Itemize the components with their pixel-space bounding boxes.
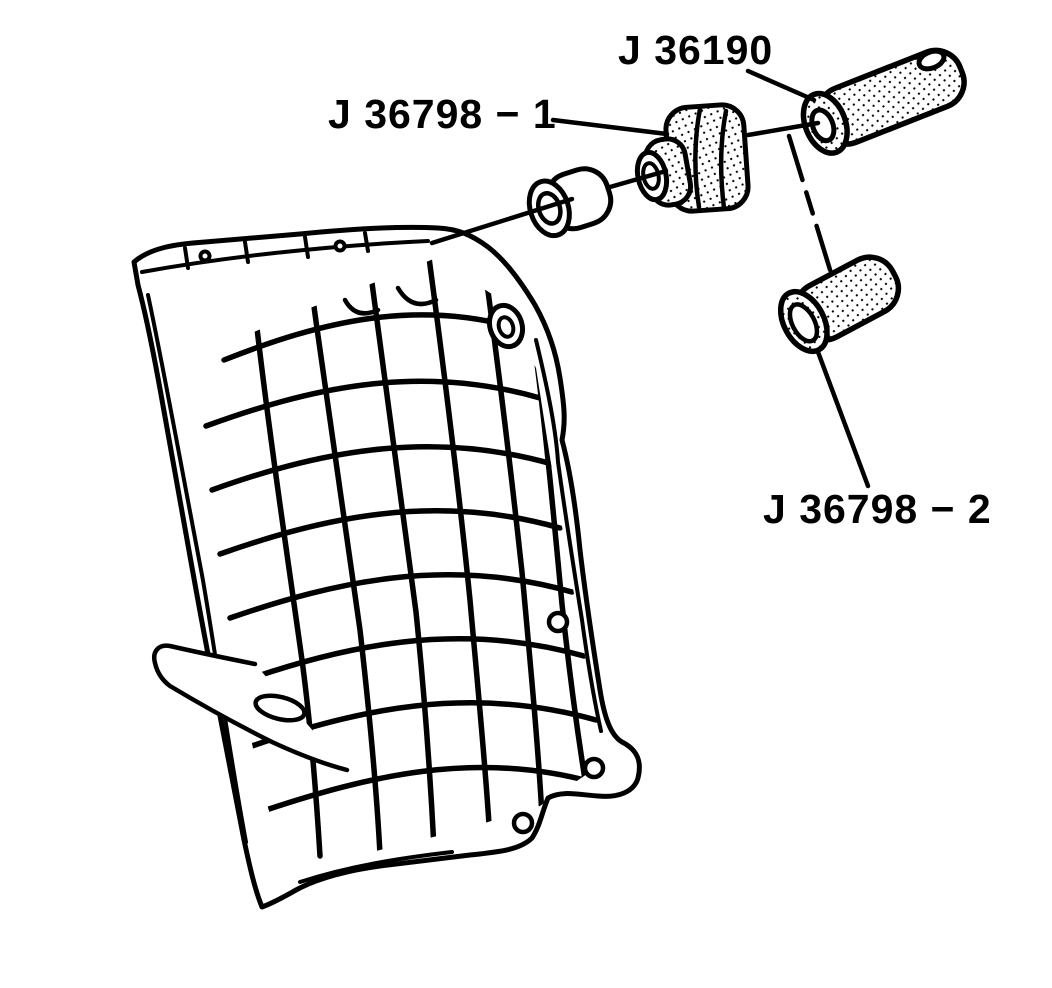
case-arm-bolt-hole: [198, 249, 212, 263]
case-bolt-hole: [511, 811, 535, 835]
case-left-flange: [152, 643, 350, 773]
label-j36798-1: J 36798 − 1: [328, 91, 557, 137]
handle-end-notch: [916, 48, 947, 72]
leader-line-handle: [745, 68, 817, 103]
leader-line-installer: [550, 117, 670, 137]
case-arm-ticks: [183, 231, 370, 270]
case-bolt-hole: [546, 610, 570, 634]
case-arm-inner-line: [140, 239, 430, 274]
case-bolt-hole: [582, 756, 606, 780]
case-eye-boss-hole: [496, 315, 516, 339]
case-rib-grid: [203, 258, 599, 859]
label-j36190: J 36190: [618, 27, 774, 73]
transmission-case-illustration: [131, 224, 642, 910]
installer-rod: [429, 120, 821, 246]
leader-line-sleeve: [815, 349, 871, 489]
case-arm-bolt-hole: [333, 239, 347, 253]
case-right-rim: [534, 338, 603, 733]
case-outline: [131, 224, 642, 910]
case-flange-slot: [253, 693, 307, 723]
alignment-dashed-line: [786, 133, 834, 276]
case-foot-line: [298, 850, 454, 884]
tool-j36798-2-sleeve: [777, 254, 902, 355]
tool-j36798-1-installer: [634, 102, 751, 214]
tool-j36190-handle: [800, 47, 967, 156]
case-left-rim: [146, 293, 248, 844]
case-top-arcs: [342, 285, 439, 316]
installer-facet-lines: [693, 106, 729, 211]
label-j36798-2: J 36798 − 2: [763, 486, 992, 532]
